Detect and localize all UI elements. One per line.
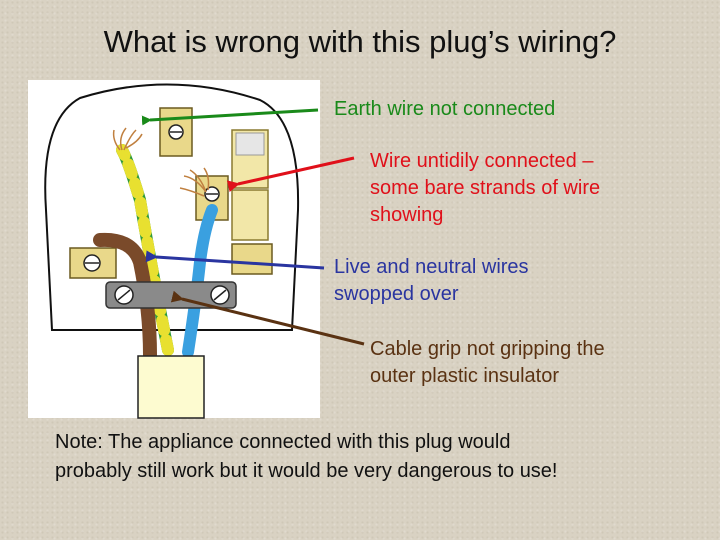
note-line-1: Note: The appliance connected with this … bbox=[55, 431, 511, 453]
outer-cable-insulation bbox=[137, 355, 205, 419]
slide-title: What is wrong with this plug’s wiring? bbox=[103, 24, 617, 59]
safety-note: Note: The appliance connected with this … bbox=[55, 428, 695, 486]
callout-grip-line-2: outer plastic insulator bbox=[370, 365, 559, 387]
callout-untidy-line-2: some bare strands of wire bbox=[370, 177, 601, 199]
callout-untidy-line-1: Wire untidily connected – bbox=[370, 150, 594, 172]
earth-loose-strands bbox=[112, 127, 143, 151]
callout-untidy-line-3: showing bbox=[370, 204, 444, 226]
grip-callout-arrow bbox=[170, 290, 365, 346]
untidy-callout-arrow bbox=[226, 156, 355, 193]
earth-callout-arrow bbox=[141, 108, 319, 126]
note-line-2: probably still work but it would be very… bbox=[55, 460, 558, 482]
neutral-pin bbox=[231, 189, 269, 241]
callout-earth-text: Earth wire not connected bbox=[334, 98, 556, 120]
callout-untidy-wires: Wire untidily connected – some bare stra… bbox=[370, 148, 600, 229]
callout-earth-not-connected: Earth wire not connected bbox=[334, 96, 555, 123]
callout-swapped-line-1: Live and neutral wires bbox=[334, 256, 529, 278]
neutral-loose-strands bbox=[179, 167, 210, 197]
swapped-callout-arrow bbox=[145, 250, 325, 270]
callout-live-neutral-swapped: Live and neutral wires swopped over bbox=[334, 254, 529, 308]
callout-swapped-line-2: swopped over bbox=[334, 283, 459, 305]
neutral-wire bbox=[182, 204, 218, 358]
callout-cable-grip: Cable grip not gripping the outer plasti… bbox=[370, 336, 605, 390]
live-wire bbox=[93, 232, 157, 362]
callout-grip-line-1: Cable grip not gripping the bbox=[370, 338, 605, 360]
